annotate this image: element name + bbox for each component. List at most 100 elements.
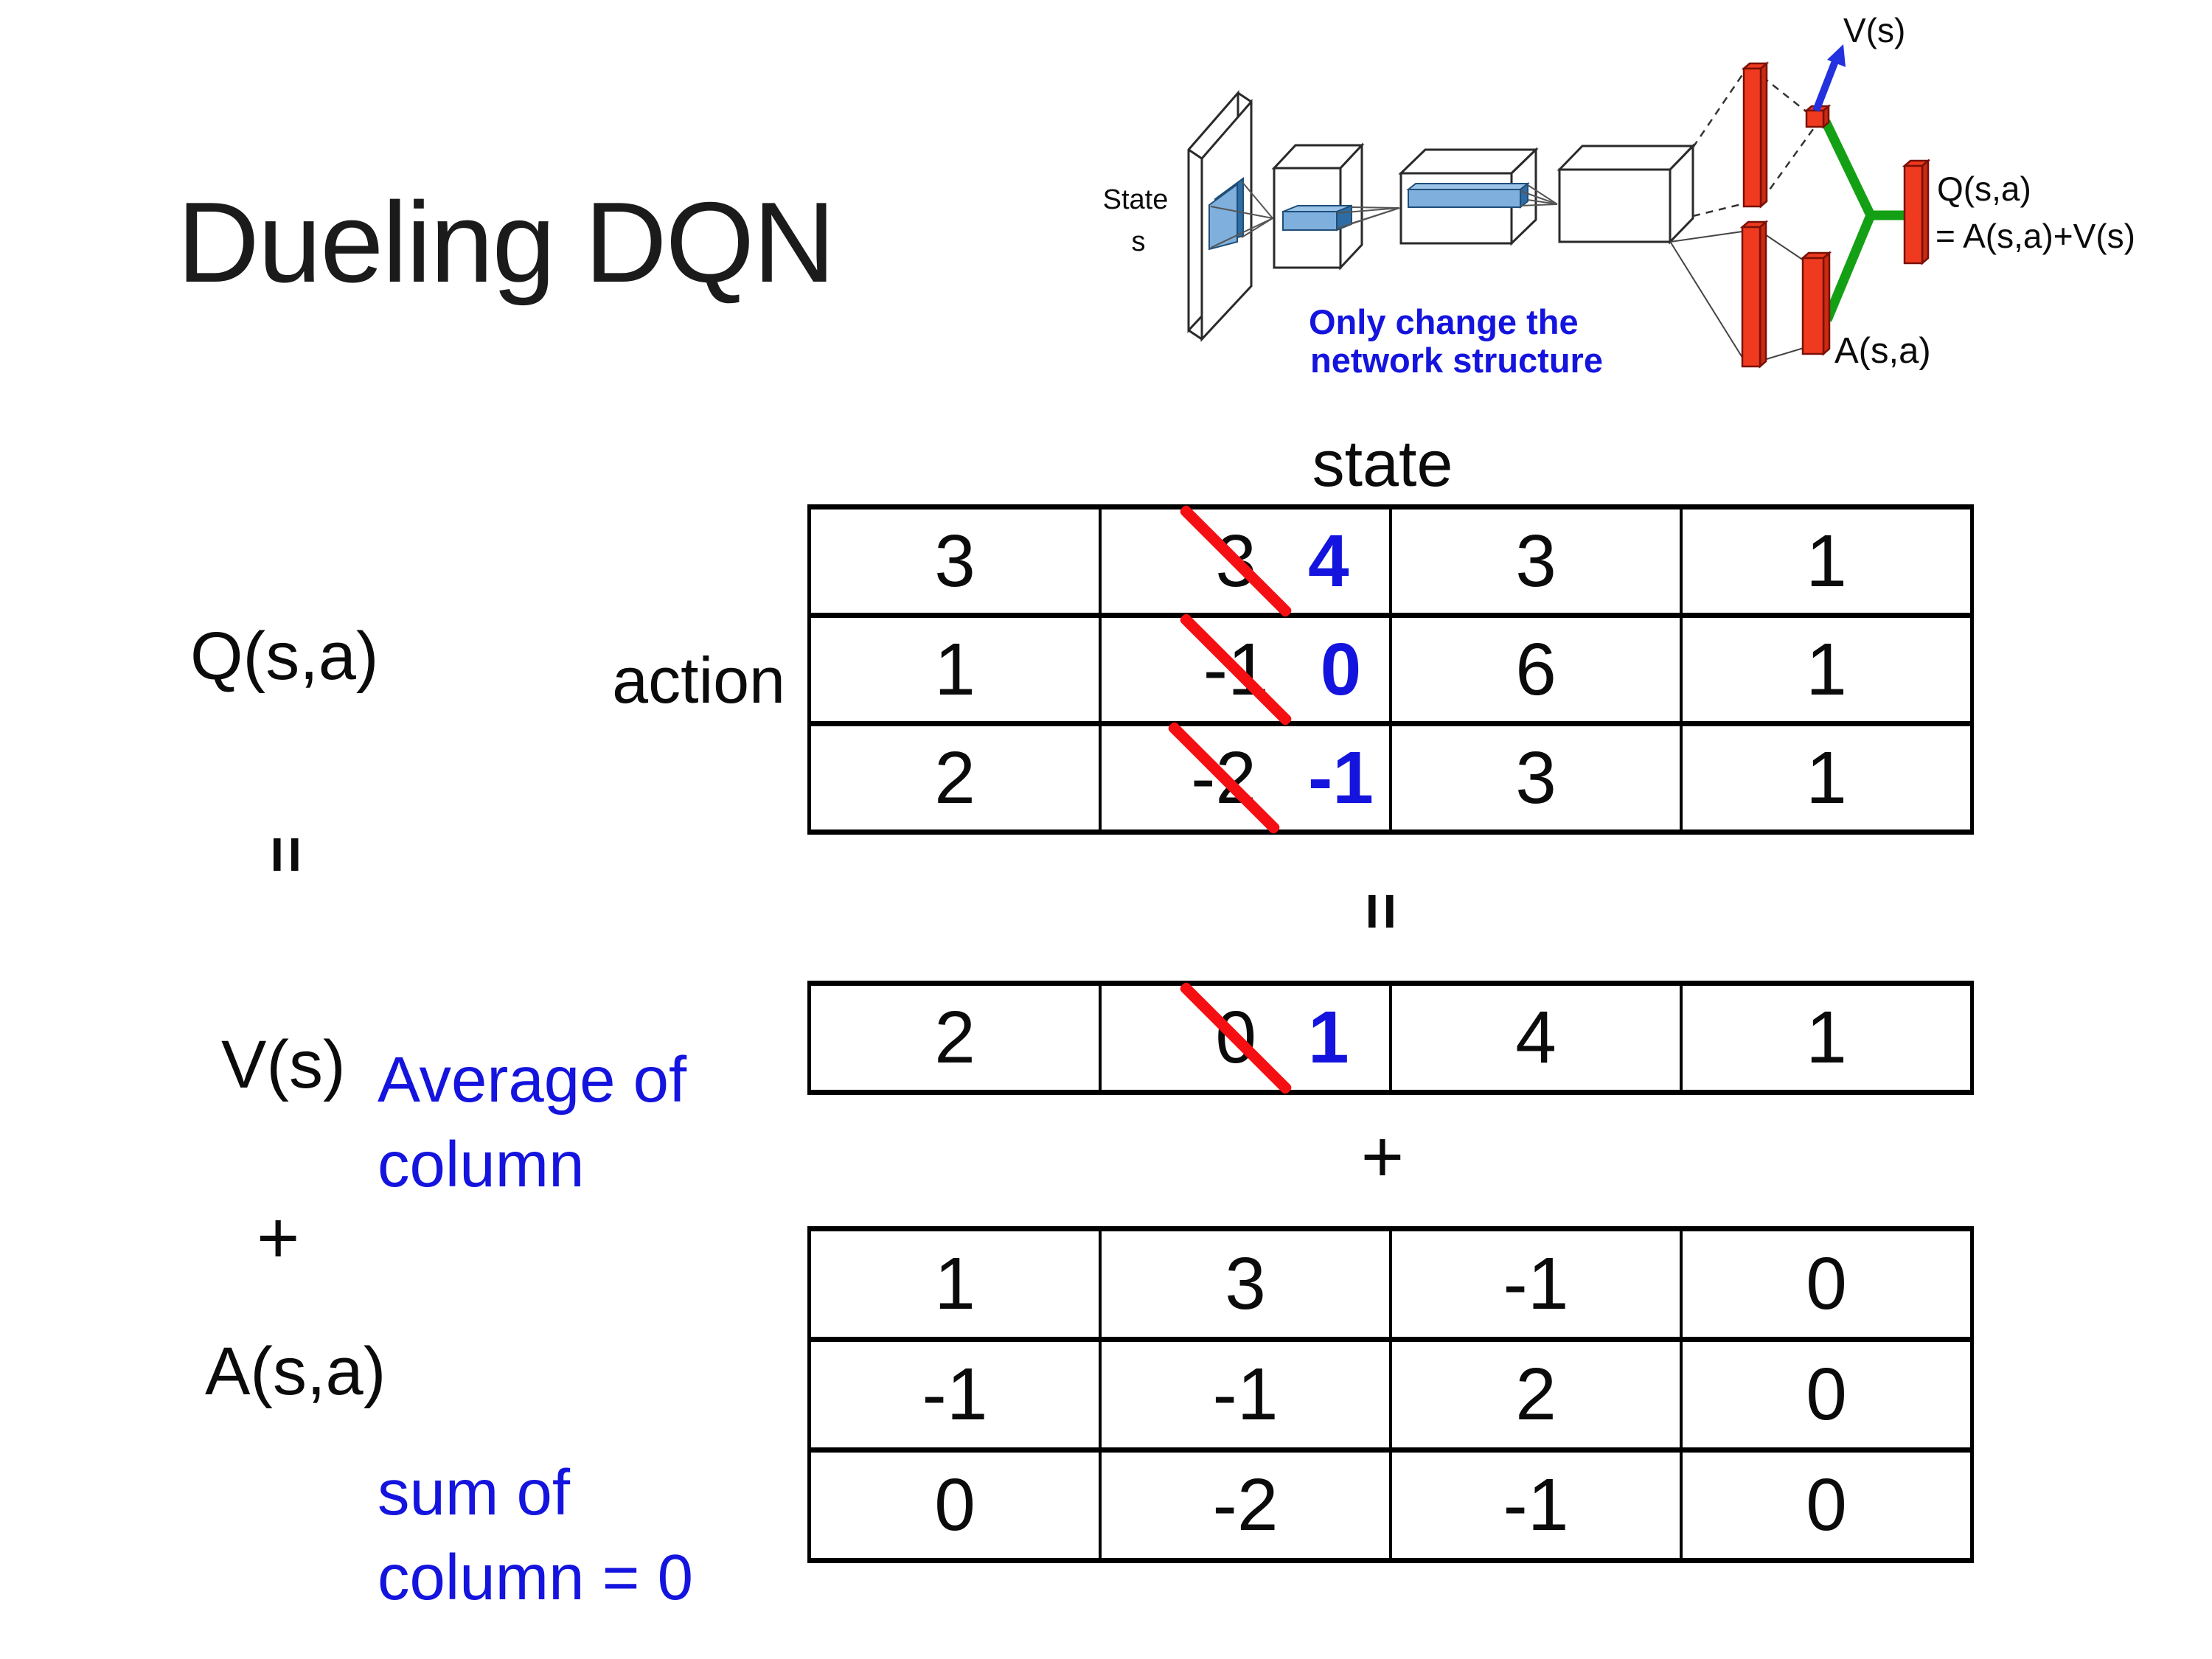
q-term-label: Q(s,a) [190,619,379,694]
q-output-label: Q(s,a) [1937,170,2031,208]
a-cell: -2 [1099,1447,1392,1563]
corrected-value: 1 [1308,996,1349,1079]
a-value: 3 [1225,1242,1266,1325]
a-values-table: 1 3 -1 0 -1 -1 2 0 0 -2 -1 0 [807,1226,1974,1563]
average-note: Average of column [378,1038,686,1208]
q-value: 3 [934,519,975,602]
q-cell: 3 [807,504,1102,618]
a-cell: -1 [807,1337,1102,1453]
corrected-value: 0 [1320,627,1362,711]
table-row: 1 3 -1 0 [807,1226,1974,1342]
state-input-label: State [1103,184,1169,215]
q-cell: 6 [1389,613,1683,726]
v-value: 2 [934,996,975,1079]
q-value: 1 [1806,627,1847,711]
fc-bar-v-stream [1741,61,1770,209]
a-value: 0 [1806,1242,1847,1325]
a-cell: 2 [1389,1337,1683,1453]
sum-junction [1821,119,1905,322]
q-value: 1 [1806,519,1847,602]
q-value: 3 [1515,519,1557,602]
a-cell: -1 [1389,1447,1683,1563]
q-output-bar [1902,159,1931,265]
a-value: 1 [934,1242,975,1325]
q-cell: 1 [1680,504,1974,618]
table-row: 3 3 4 3 1 [807,504,1974,619]
corrected-value: 4 [1308,519,1349,602]
average-note-line1: Average of [378,1044,687,1116]
a-stream-links [1669,231,1804,362]
q-cell: 3 [1389,504,1683,618]
state-axis-header: state [1312,427,1453,500]
q-value: 2 [934,736,975,819]
sum-note: sum of column = 0 [378,1451,693,1621]
a-cell: 0 [1680,1447,1974,1563]
sum-note-line1: sum of [378,1457,571,1528]
equals-sign-left: = [250,835,324,874]
conv-fan-3 [1520,184,1558,206]
a-vector-bar [1800,251,1832,356]
a-cell: 0 [807,1447,1102,1563]
table-row: 0 -2 -1 0 [807,1447,1974,1563]
diagram-caption-line2: network structure [1310,341,1603,380]
v-stream-dashed-links [1691,71,1817,218]
corrected-value: -1 [1308,736,1374,819]
conv-box-3 [1557,143,1696,245]
q-cell-crossed: -2 -1 [1099,720,1392,835]
slide-title: Dueling DQN [177,178,835,306]
fc-bar-a-stream [1739,220,1769,369]
table-row: 1 -1 0 6 1 [807,612,1974,727]
conv-fan-1 [1210,181,1273,248]
a-value: 0 [934,1464,975,1546]
v-term-label: V(s) [221,1027,346,1102]
a-value: -1 [922,1353,988,1436]
a-cell: 0 [1680,1226,1974,1342]
q-value: 1 [934,627,975,711]
a-value: 2 [1515,1353,1557,1436]
v-values-table: 2 0 1 4 1 [807,980,1974,1096]
a-output-label: A(s,a) [1834,331,1931,371]
sum-note-line2: column = 0 [378,1541,693,1613]
a-term-label: A(s,a) [205,1334,386,1409]
v-value: 4 [1515,996,1557,1079]
v-cell: 4 [1389,981,1683,1095]
q-cell: 1 [807,613,1102,726]
v-output-arrow-icon [1812,44,1846,112]
q-cell: 1 [1680,721,1974,835]
a-value: 0 [1806,1353,1847,1436]
plus-sign-center: + [1360,1116,1405,1198]
equals-sign-center: = [1345,892,1419,931]
v-cell: 1 [1680,981,1974,1095]
q-output-formula: = A(s,a)+V(s) [1935,217,2135,255]
input-patch [1208,177,1244,251]
q-cell: 3 [1389,721,1683,835]
q-value: 1 [1806,736,1847,819]
a-value: 0 [1806,1464,1847,1546]
table-row: -1 -1 2 0 [807,1337,1974,1453]
feature-bar-1 [1282,204,1352,232]
a-value: -1 [1212,1353,1279,1436]
v-cell: 2 [807,981,1102,1095]
feature-bar-2 [1406,181,1530,209]
a-value: -1 [1503,1464,1569,1546]
v-value: 1 [1806,996,1847,1079]
q-values-table: 3 3 4 3 1 1 -1 0 6 1 2 [807,504,1974,835]
a-value: -2 [1212,1464,1279,1546]
table-row: 2 -2 -1 3 1 [807,720,1974,835]
conv-fan-2 [1336,206,1400,229]
v-cell-crossed: 0 1 [1099,980,1392,1096]
a-cell: 1 [807,1226,1102,1342]
a-cell: 0 [1680,1337,1974,1453]
v-output-label: V(s) [1843,11,1905,49]
a-value: -1 [1503,1242,1569,1325]
q-cell-crossed: 3 4 [1099,504,1392,619]
a-cell: -1 [1389,1226,1683,1342]
q-cell-crossed: -1 0 [1099,612,1392,727]
action-axis-header: action [612,644,785,717]
q-value: 3 [1515,736,1557,819]
average-note-line2: column [378,1128,585,1200]
diagram-caption-line1: Only change the [1309,302,1579,341]
state-input-label-s: s [1132,226,1146,257]
dueling-network-diagram: State s V(s) Q(s,a) = A(s,a)+V(s) A(s,a)… [1103,11,2135,380]
